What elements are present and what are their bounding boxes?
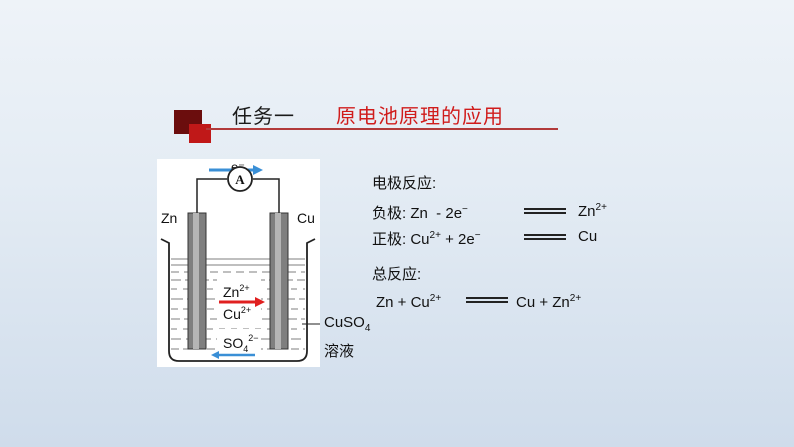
sulfate-label-bg (217, 329, 261, 353)
galvanic-cell-svg: e⁻ A Zn Cu Zn2+ (160, 160, 320, 362)
title-underline (206, 128, 558, 130)
negative-electrode-equation: 负极: Zn - 2e− (372, 204, 468, 222)
negative-left-side: Zn - 2e (410, 205, 463, 222)
total-reaction-heading: 总反应: (372, 266, 422, 283)
title-decoration-red (189, 124, 211, 143)
ammeter-label: A (235, 172, 245, 187)
ammeter-icon (227, 166, 253, 192)
positive-right-side: Cu (578, 228, 598, 245)
cu-ion-label: Cu2+ (223, 305, 251, 322)
cu-electrode-highlight (275, 213, 281, 349)
electrode-reaction-heading: 电极反应: (372, 175, 437, 192)
ion-label-bg (217, 277, 261, 323)
task-title: 原电池原理的应用 (336, 106, 504, 128)
ion-flow-arrowhead (255, 297, 265, 307)
zn-electrode-highlight (193, 213, 199, 349)
total-right-side: Cu + Zn2+ (516, 293, 582, 311)
positive-label: 正极: (372, 231, 407, 248)
beaker (160, 238, 316, 362)
wire-right (253, 178, 280, 213)
anion-flow-arrowhead (211, 351, 219, 359)
task-label: 任务一 (232, 106, 295, 128)
cu-electrode-label: Cu (297, 210, 315, 226)
wire-left (196, 178, 227, 213)
electron-flow-arrowhead (253, 165, 263, 175)
negative-equal-sign (524, 208, 566, 214)
total-equal-sign (466, 297, 508, 303)
zn-ion-label: Zn2+ (223, 283, 250, 300)
zn-electrode-label: Zn (161, 210, 177, 226)
positive-equal-sign (524, 234, 566, 240)
solution-formula-label: CuSO4 (324, 314, 371, 334)
positive-electrode-equation: 正极: Cu2+ + 2e− (372, 230, 481, 248)
total-left-side: Zn + Cu2+ (376, 293, 442, 311)
negative-label: 负极: (372, 205, 407, 222)
negative-right-side: Zn2+ (578, 202, 607, 220)
sulfate-ion-label: SO42− (223, 333, 259, 354)
solution-word-label: 溶液 (324, 343, 355, 360)
galvanic-cell-diagram: e⁻ A Zn Cu Zn2+ (157, 159, 320, 367)
